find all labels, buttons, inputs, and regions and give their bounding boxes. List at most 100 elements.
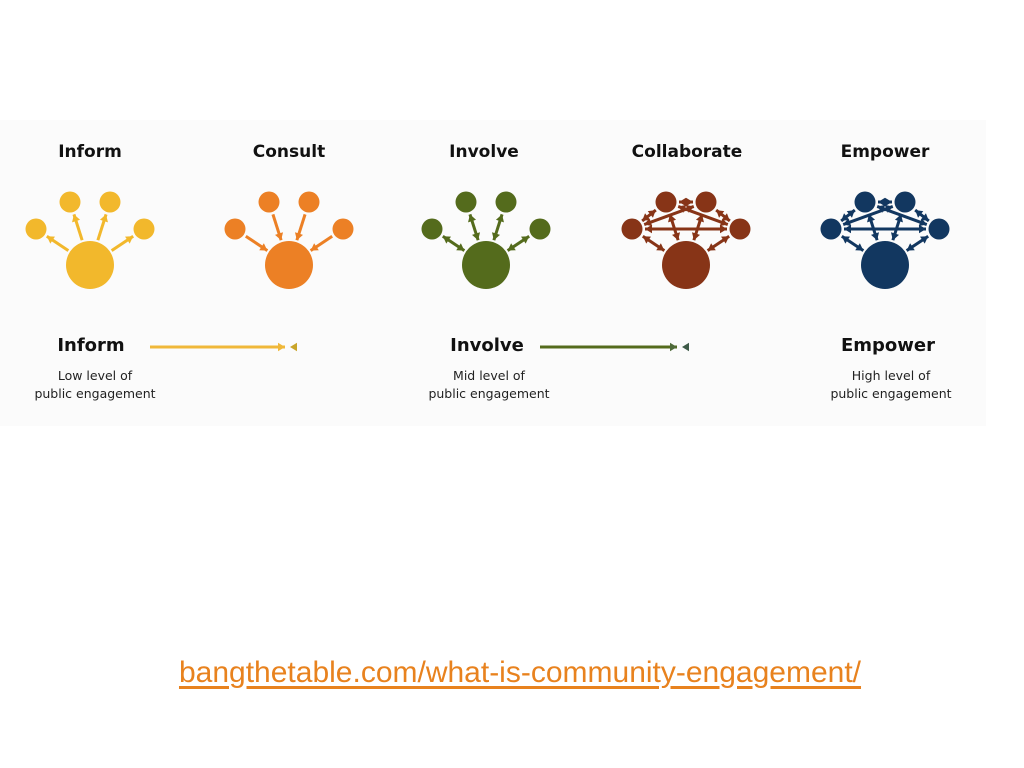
- spectrum-label-empower: Empower: [840, 335, 936, 356]
- arrowhead-icon: [125, 236, 134, 244]
- arrowhead-icon: [686, 197, 693, 207]
- node-circle: [894, 191, 916, 213]
- arrowhead-icon: [310, 243, 319, 251]
- arrowhead-icon: [843, 218, 852, 227]
- node-circle: [695, 191, 717, 213]
- arrowhead-icon: [890, 232, 899, 241]
- connector-line: [643, 205, 695, 226]
- desc-line: public engagement: [34, 386, 156, 401]
- arrowhead-icon: [855, 243, 864, 251]
- node-circle: [529, 218, 551, 240]
- node-circle: [258, 191, 280, 213]
- stage-icon-consult: [224, 191, 354, 289]
- node-circle: [455, 191, 477, 213]
- arrowhead-icon: [72, 214, 81, 223]
- stage-title-inform: Inform: [58, 142, 122, 162]
- arrowhead-icon: [707, 243, 716, 251]
- arrowhead-icon: [920, 236, 929, 244]
- arrowhead-icon: [884, 204, 893, 213]
- arrowhead-icon: [721, 213, 730, 221]
- arrowhead-icon: [679, 197, 686, 207]
- arrowhead-icon: [918, 218, 927, 227]
- arrowhead-icon: [670, 342, 677, 352]
- arrowhead-icon: [495, 214, 504, 223]
- stage-title-empower: Empower: [840, 142, 930, 162]
- arrowhead-icon: [275, 232, 284, 241]
- arrowhead-icon: [877, 204, 886, 213]
- arrowhead-icon: [642, 236, 651, 244]
- arrowhead-icon: [656, 243, 665, 251]
- arrowhead-icon: [290, 342, 297, 352]
- node-circle: [25, 218, 47, 240]
- arrowhead-icon: [906, 243, 915, 251]
- node-circle: [59, 191, 81, 213]
- spectrum-desc-inform: Low level of public engagement: [5, 367, 185, 403]
- hub-circle: [66, 241, 114, 289]
- hub-circle: [662, 241, 710, 289]
- hub-circle: [265, 241, 313, 289]
- spectrum-label-involve: Involve: [450, 335, 524, 356]
- arrowhead-icon: [719, 218, 728, 227]
- arrowhead-icon: [472, 232, 481, 241]
- arrowhead-icon: [919, 224, 926, 234]
- arrowhead-icon: [682, 342, 689, 352]
- arrowhead-icon: [920, 213, 929, 221]
- stage-icon-involve: [421, 191, 551, 289]
- arrowhead-icon: [642, 213, 651, 221]
- arrowhead-icon: [844, 224, 851, 234]
- arrowhead-icon: [442, 236, 451, 244]
- node-circle: [298, 191, 320, 213]
- node-circle: [224, 218, 246, 240]
- node-circle: [495, 191, 517, 213]
- stage-title-consult: Consult: [252, 142, 326, 162]
- arrowhead-icon: [915, 210, 924, 218]
- spectrum-desc-empower: High level of public engagement: [801, 367, 981, 403]
- hub-circle: [462, 241, 510, 289]
- stage-title-collaborate: Collaborate: [631, 142, 743, 162]
- arrowhead-icon: [294, 232, 303, 241]
- node-circle: [729, 218, 751, 240]
- stage-title-involve: Involve: [449, 142, 519, 162]
- arrowhead-icon: [685, 204, 694, 213]
- node-circle: [820, 218, 842, 240]
- node-circle: [655, 191, 677, 213]
- arrowhead-icon: [468, 214, 477, 223]
- arrowhead-icon: [259, 243, 268, 251]
- node-circle: [99, 191, 121, 213]
- desc-line: public engagement: [830, 386, 952, 401]
- connector-line: [842, 205, 894, 226]
- arrowhead-icon: [672, 232, 681, 241]
- stage-icon-inform: [25, 191, 155, 289]
- arrowhead-icon: [878, 197, 885, 207]
- arrowhead-icon: [278, 342, 285, 352]
- spectrum-desc-involve: Mid level of public engagement: [399, 367, 579, 403]
- desc-line: High level of: [851, 368, 931, 383]
- node-circle: [332, 218, 354, 240]
- arrowhead-icon: [846, 210, 855, 218]
- arrowhead-icon: [885, 197, 892, 207]
- desc-line: Low level of: [57, 368, 133, 383]
- arrowhead-icon: [721, 236, 730, 244]
- arrowhead-icon: [841, 236, 850, 244]
- stage-icon-collaborate: [621, 191, 751, 289]
- arrowhead-icon: [678, 204, 687, 213]
- arrowhead-icon: [99, 214, 108, 223]
- arrowhead-icon: [841, 213, 850, 221]
- arrowhead-icon: [46, 236, 55, 244]
- arrowhead-icon: [691, 232, 700, 241]
- arrowhead-icon: [720, 224, 727, 234]
- hub-circle: [861, 241, 909, 289]
- arrowhead-icon: [456, 243, 465, 251]
- arrowhead-icon: [647, 210, 656, 218]
- source-link[interactable]: bangthetable.com/what-is-community-engag…: [178, 656, 862, 689]
- node-circle: [621, 218, 643, 240]
- desc-line: public engagement: [428, 386, 550, 401]
- node-circle: [928, 218, 950, 240]
- arrowhead-icon: [871, 232, 880, 241]
- node-circle: [421, 218, 443, 240]
- arrowhead-icon: [521, 236, 530, 244]
- stage-icon-empower: [820, 191, 950, 289]
- desc-line: Mid level of: [453, 368, 525, 383]
- arrowhead-icon: [645, 224, 652, 234]
- arrowhead-icon: [491, 232, 500, 241]
